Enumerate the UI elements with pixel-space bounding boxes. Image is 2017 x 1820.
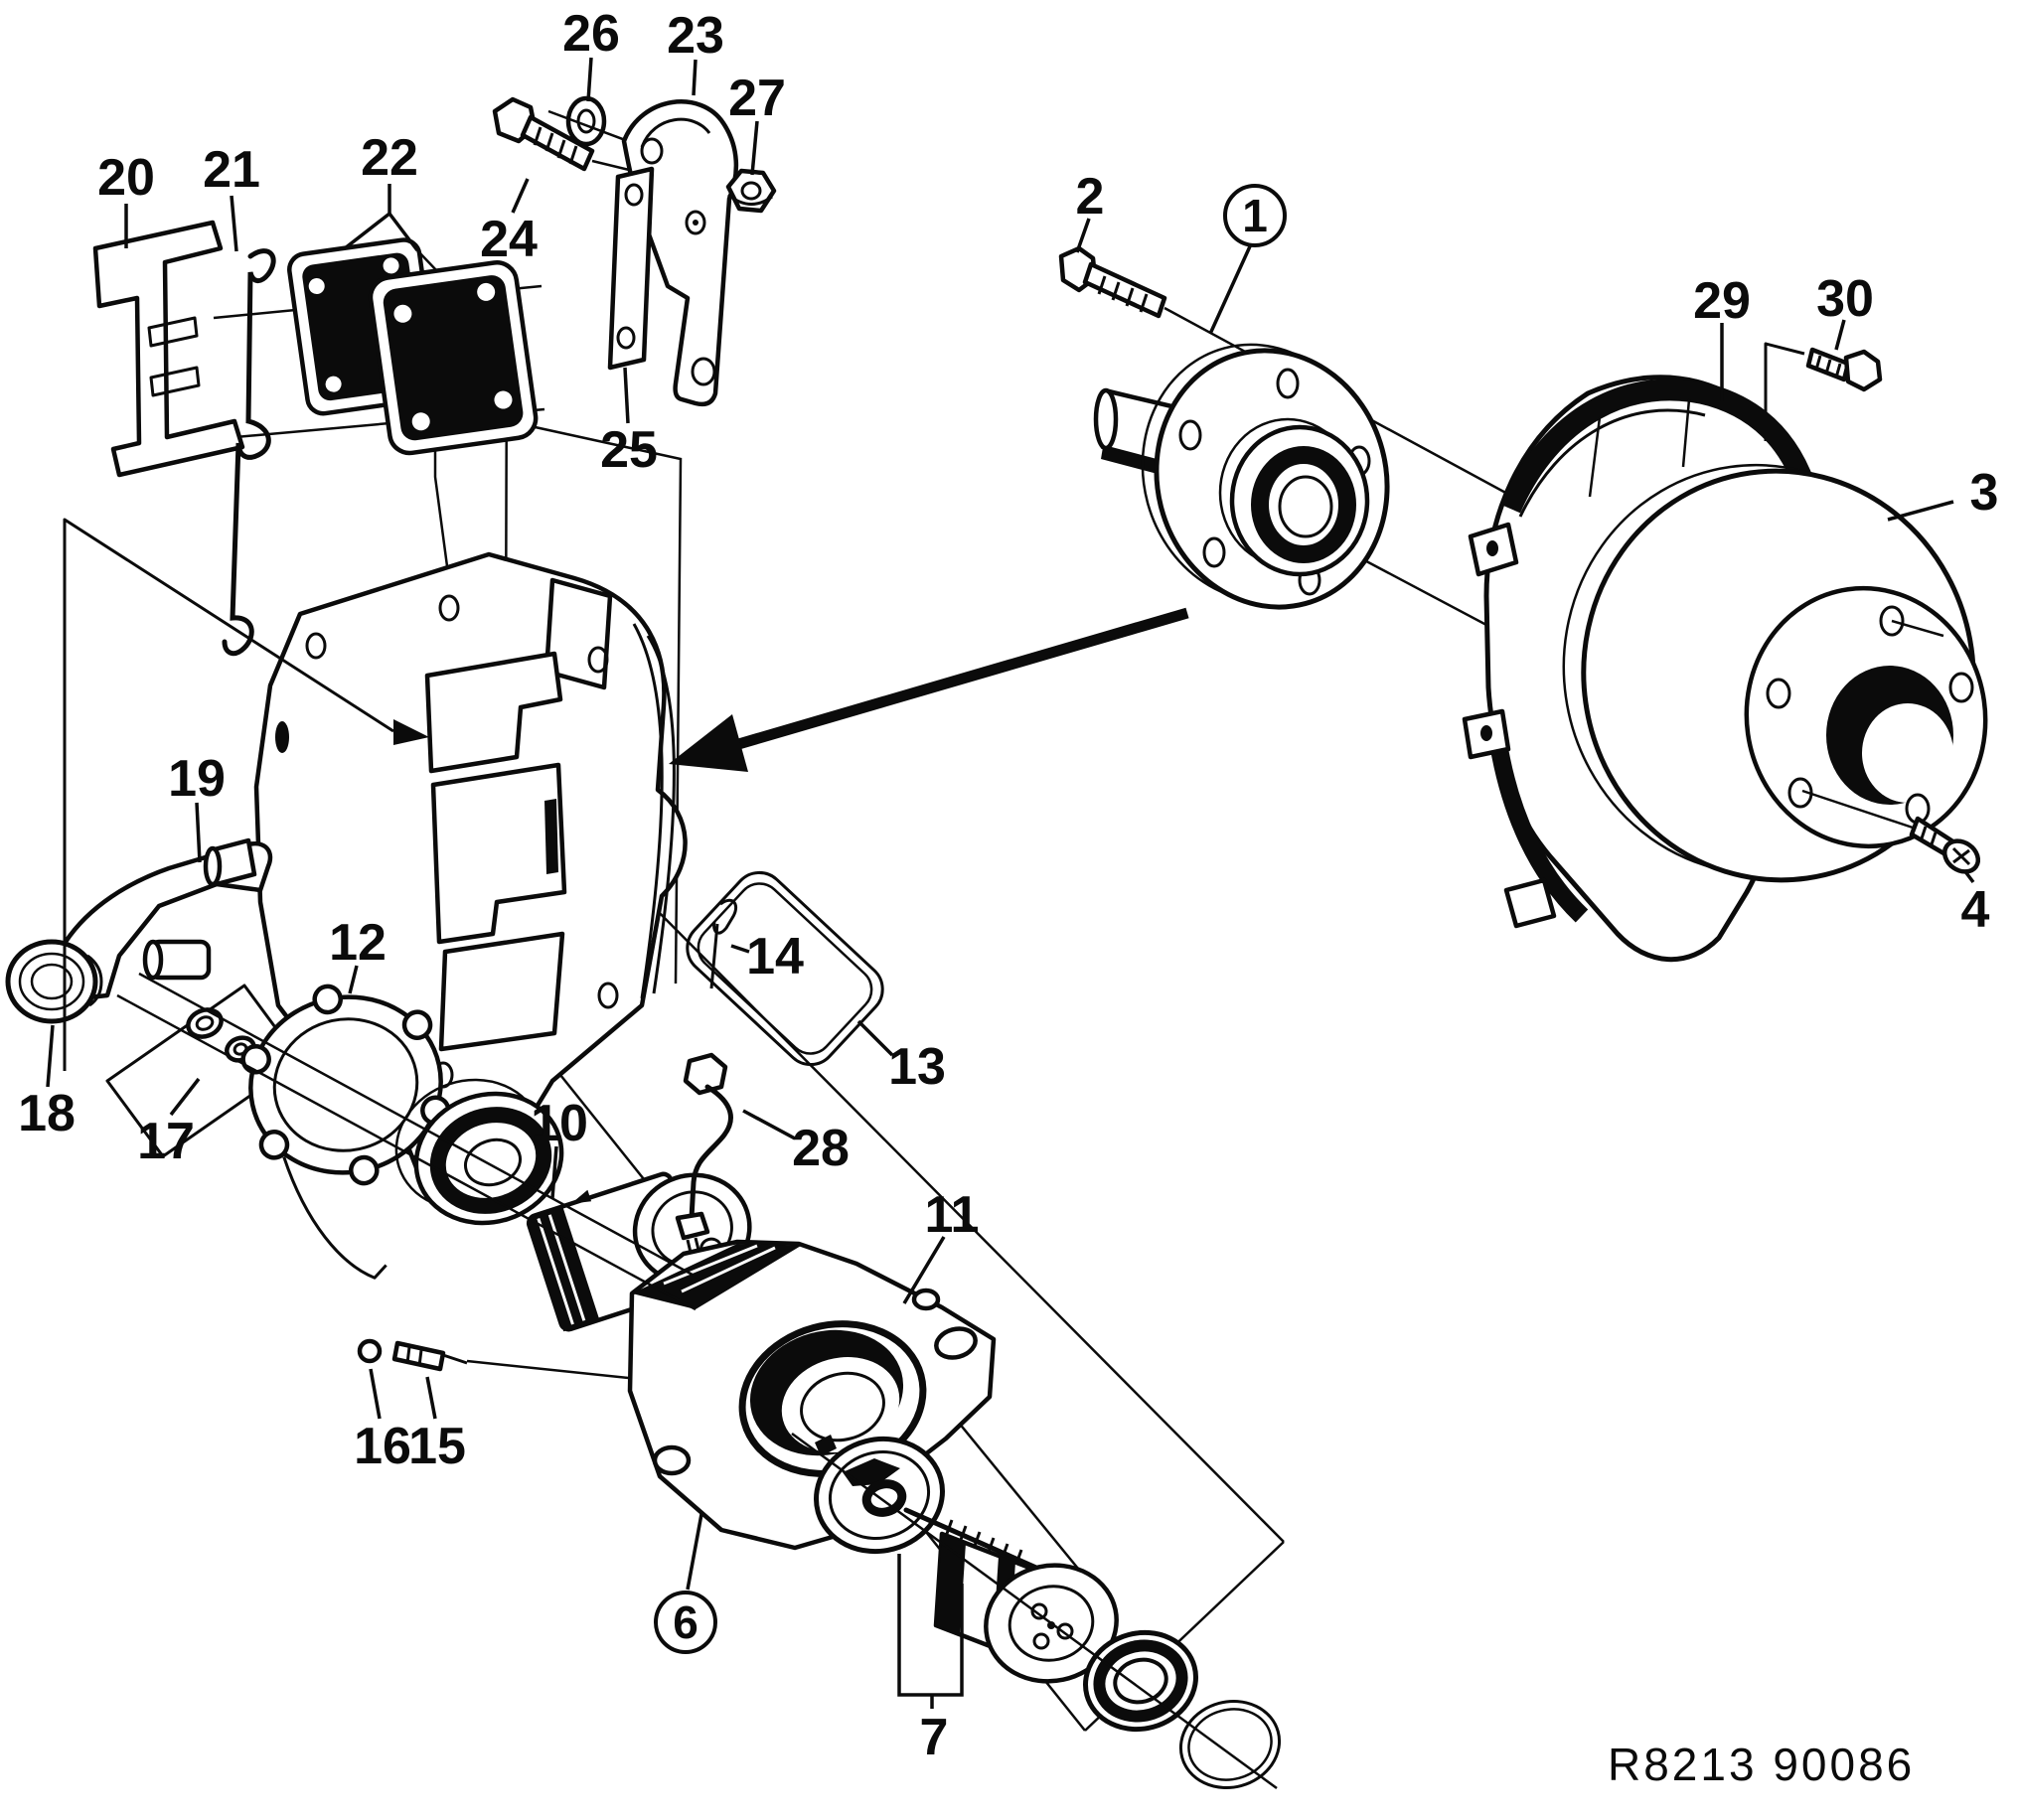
bearing-seal-ring	[394, 1078, 564, 1226]
part-label-20: 20	[97, 149, 155, 207]
pad-retainer-20	[92, 220, 245, 478]
leader-line-14	[730, 944, 750, 954]
part-label-4: 4	[1961, 881, 1990, 939]
leader-line-6	[686, 1513, 703, 1591]
piston-seal	[1082, 1629, 1199, 1733]
gasket-13	[686, 870, 884, 1067]
leader-line-19	[195, 802, 202, 863]
bleed-screw-15-16	[357, 1338, 468, 1372]
part-label-23: 23	[667, 7, 724, 65]
part-label-16: 16	[354, 1418, 411, 1475]
leader-line-4	[1962, 868, 1975, 884]
leader-line-10	[550, 1145, 558, 1199]
leader-line-25	[623, 367, 630, 424]
washer-26	[547, 95, 645, 149]
drawing-reference: R8213 90086	[1608, 1739, 1915, 1790]
part-label-13: 13	[888, 1038, 946, 1096]
leader-line-22	[388, 212, 419, 252]
part-label-19: 19	[168, 750, 226, 808]
shield-bolt-30	[1764, 342, 1883, 441]
leader-line-21	[230, 195, 238, 252]
part-label-29: 29	[1693, 272, 1751, 330]
clip-14	[709, 898, 737, 989]
leader-line-15	[425, 1376, 437, 1420]
leader-line-11	[902, 1236, 946, 1304]
leader-line-1	[1208, 245, 1252, 335]
part-label-1: 1	[1242, 190, 1268, 241]
lock-nut-27	[725, 168, 777, 214]
hub-bolt-2	[1058, 245, 1167, 319]
leader-line-12	[348, 965, 359, 994]
part-circle-6	[654, 1591, 717, 1654]
leader-line-27	[750, 120, 759, 176]
leader-line-2	[1075, 218, 1091, 253]
piston-housing-10	[526, 1171, 752, 1332]
part-label-17: 17	[137, 1113, 195, 1170]
brake-pipe-28	[675, 1052, 733, 1282]
part-label-3: 3	[1970, 464, 1999, 522]
part-label-6: 6	[673, 1596, 698, 1648]
leader-line-3	[1887, 500, 1954, 522]
leader-line-28	[742, 1109, 796, 1140]
part-label-25: 25	[600, 421, 658, 479]
part-label-18: 18	[18, 1085, 76, 1142]
leader-line-16	[369, 1368, 382, 1420]
insertion-arrow	[669, 607, 1189, 772]
part-label-12: 12	[329, 914, 387, 972]
parking-lever-19	[63, 837, 273, 1002]
leader-line-23	[692, 59, 698, 96]
pad-spring-clip-21	[222, 248, 276, 657]
part-label-11: 11	[925, 1186, 980, 1244]
part-label-24: 24	[480, 211, 538, 268]
part-circle-1	[1223, 184, 1287, 247]
o-ring	[1178, 1699, 1282, 1790]
part-label-10: 10	[531, 1095, 588, 1152]
part-label-30: 30	[1816, 270, 1874, 328]
disc-screw-4	[1801, 619, 1981, 874]
part-label-15: 15	[408, 1418, 466, 1475]
return-spring-18	[5, 939, 103, 1024]
leader-line-24	[511, 178, 530, 214]
part-label-26: 26	[562, 5, 620, 63]
part-label-2: 2	[1076, 168, 1105, 226]
bracket-strap-25	[607, 166, 655, 371]
part-label-7: 7	[920, 1709, 949, 1766]
part-label-21: 21	[203, 141, 260, 199]
part-label-28: 28	[792, 1120, 850, 1177]
part-label-14: 14	[746, 928, 804, 986]
brake-pads-22	[287, 237, 539, 456]
leader-line-26	[586, 57, 593, 102]
overlay-lines	[63, 518, 1278, 1790]
part-label-22: 22	[361, 129, 418, 187]
wheel-hub-1	[1093, 343, 1390, 610]
leader-line-18	[46, 1024, 55, 1088]
brake-disc-3	[1562, 463, 1988, 883]
leader-line-13	[856, 1019, 894, 1057]
leader-line-30	[1834, 319, 1846, 351]
leader-line-17	[169, 1077, 201, 1117]
guide-bolt-24	[492, 96, 595, 172]
part-label-27: 27	[728, 70, 786, 127]
plate-pointer-arrowhead	[393, 719, 429, 745]
